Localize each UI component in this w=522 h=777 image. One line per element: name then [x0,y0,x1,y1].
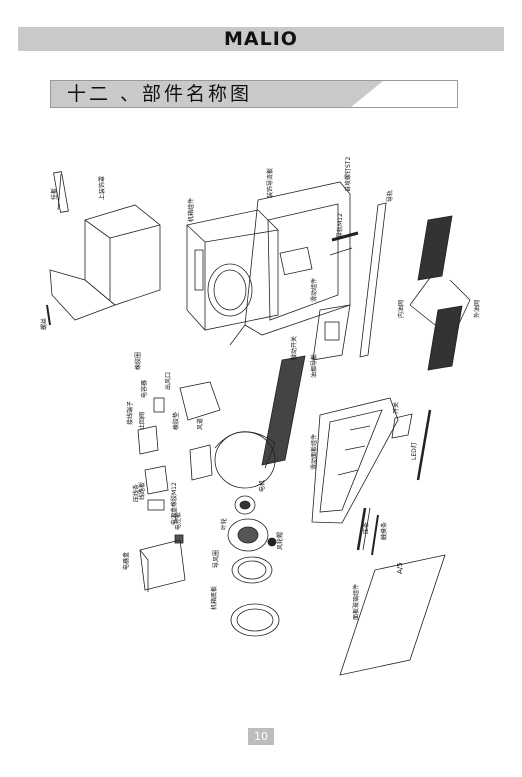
label-mount-bracket: 挂板 [50,188,58,200]
slide-panel-frame [311,397,399,524]
fan-blade [227,518,269,552]
motor [234,495,256,515]
page-number: 10 [248,728,274,745]
slide-assembly [312,304,351,361]
label-control-board: 电控板 [174,512,182,530]
label-slide-assembly: 滑动组件 [310,278,318,302]
label-intake-plate: 机箱底板 [210,586,218,610]
fan-cover [267,537,277,547]
mount-bracket [53,171,69,213]
lamp-nut [174,534,184,544]
label-slide-panel: 滑动面板组件 [310,434,318,470]
frame-assembly [186,209,279,331]
glass-panel-logo: A/5 [396,562,404,574]
label-power-box: 电器盒 [122,552,130,570]
clip-strip [356,507,371,551]
brand-logo: MALIO [224,28,298,50]
label-volute: 风道 [196,418,204,430]
label-line-board: 压线条 [132,484,140,502]
label-air-outlet: 出风口 [164,372,172,390]
label-touch-strip: 触摸条 [380,522,388,540]
led-lamp [416,409,432,481]
control-board [137,425,159,455]
label-light-switch: 开关 [392,402,400,414]
touch-strip [371,514,379,556]
section-heading-background [51,81,457,107]
label-gasket: 橡胶垫 [172,412,180,430]
switch-box [144,465,169,495]
oil-guide-plate [261,355,306,466]
section-title: 十二 、部件名称图 [67,83,253,105]
outer-filter [427,305,463,371]
label-motor: 电机 [258,480,266,492]
label-inner-filter: 内油网 [397,300,405,318]
screw-top [46,304,51,326]
header-bar: MALIO [18,27,504,51]
label-led-lamp: LED灯 [410,442,418,460]
label-frame: 机箱组件 [187,198,195,222]
rail [359,202,387,358]
light-switch [391,413,413,439]
label-power-ring: 橡胶圈 [134,352,142,370]
label-glass-panel: 面板玻璃组件 [352,584,360,620]
power-box [139,539,186,592]
label-upper-cover: 上装饰罩 [98,176,106,200]
intake-plate [230,603,280,637]
label-switch-box: 线路板 [138,482,146,500]
volute [189,431,276,489]
trim-strip [329,231,359,256]
line-board [147,499,165,511]
exploded-parts-diagram: 挂板 上装饰罩 螺丝 机箱组件 装饰导流板 自攻螺钉ST2 导轨M12 导轨 内… [40,157,481,676]
section-heading: 十二 、部件名称图 [50,80,458,108]
inner-filter [417,215,453,281]
label-outer-filter: 外油网 [473,300,481,318]
label-wiring-clip: 接线端子 [126,401,134,425]
air-outlet [179,381,221,421]
label-wind-ring: 导风圈 [213,550,220,568]
label-clip-strip: 压条 [362,522,370,534]
check-valve [153,397,165,413]
label-oil-guide: 油烟导板 [310,354,318,378]
label-capacitor: 电容器 [140,380,148,398]
glass-panel [339,554,446,676]
label-travel-switch: 微动开关 [290,336,298,360]
label-rail: 导轨 [386,190,394,202]
label-deco-strip: 装饰导流板 [266,168,274,198]
label-fan-cover: 风轮帽 [276,532,284,550]
upper-cover [49,204,161,321]
label-lamp-nut: 电源盒橡胶M12 [170,482,178,525]
label-screw-st: 自攻螺钉ST2 [344,157,352,192]
deco-guide-plate [229,181,351,346]
wind-ring [231,556,273,584]
label-check-valve: 止回阀 [138,412,146,430]
label-fan-blade: 叶轮 [220,518,228,530]
label-trim-a: 导轨M12 [336,213,344,238]
label-screw-top: 螺丝 [40,318,48,330]
